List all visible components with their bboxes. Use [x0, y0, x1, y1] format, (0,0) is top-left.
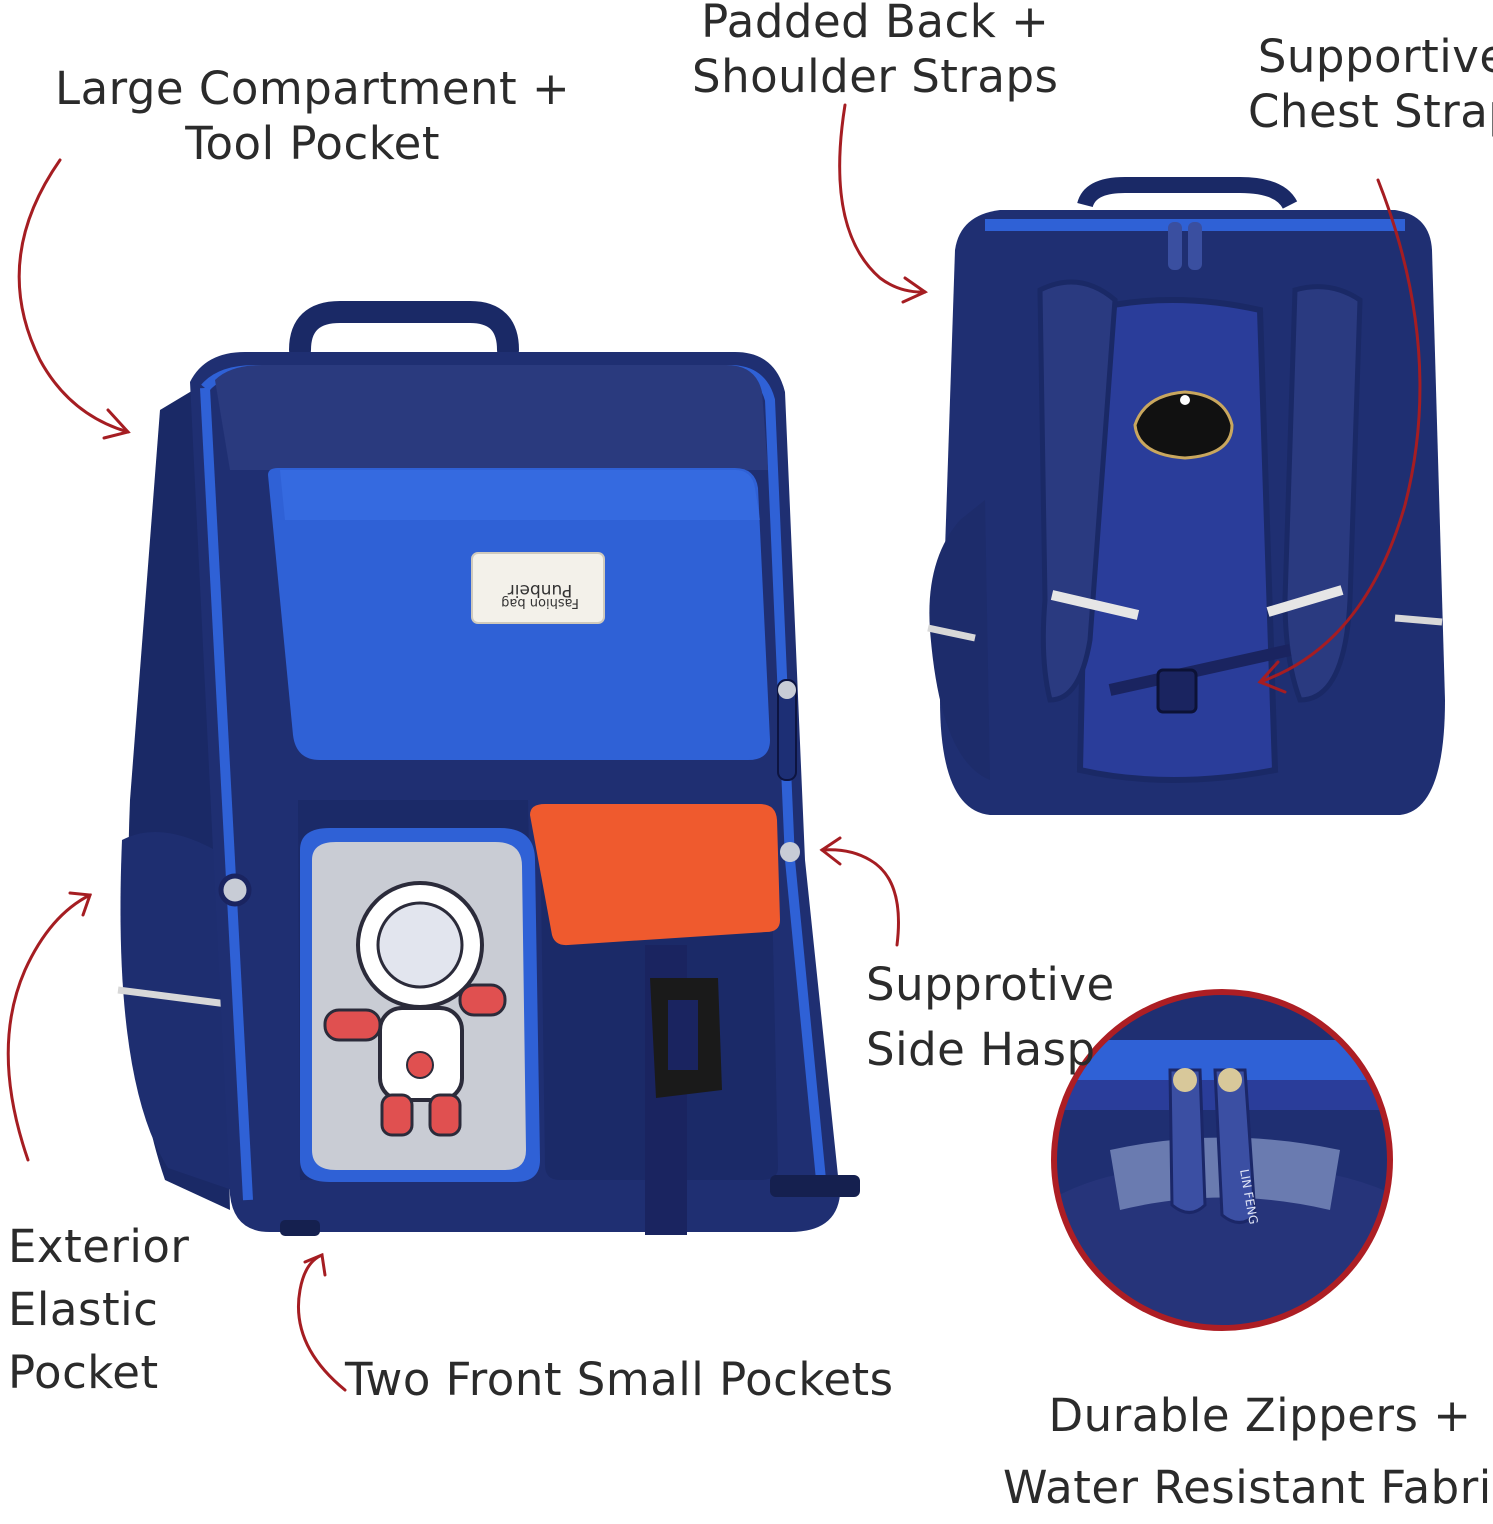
label-large-compartment: Large Compartment + Tool Pocket: [55, 62, 570, 172]
arrow-side-hasp: [820, 848, 900, 947]
label-chest-strap: Supportive Chest Strap: [1248, 30, 1493, 140]
label-elastic-pocket-line1: Exterior: [8, 1220, 190, 1273]
label-large-compartment-line2: Tool Pocket: [185, 116, 440, 170]
astronaut-graphic: [323, 881, 507, 1137]
label-elastic-pocket-line3: Pocket: [8, 1346, 159, 1399]
back-view-backpack-image: [927, 177, 1445, 815]
label-padded-back-line1: Padded Back +: [701, 0, 1050, 48]
label-side-hasp-line2: Side Hasp: [866, 1023, 1096, 1077]
front-backpack-image: Punbeir Fashion bag: [117, 301, 860, 1236]
brand-tag-line2: Fashion bag: [501, 595, 579, 610]
label-side-hasp-line1: Supprotive: [866, 958, 1115, 1011]
arrow-large-compartment: [17, 158, 130, 434]
label-zippers-line1: Durable Zippers +: [1048, 1389, 1472, 1442]
zipper-closeup-image: LIN FENG: [1051, 989, 1393, 1331]
brand-tag-line1: Punbeir: [508, 580, 572, 600]
label-front-pockets: Two Front Small Pockets: [345, 1353, 894, 1408]
label-zippers-line2: Water Resistant Fabric: [1003, 1461, 1493, 1514]
callout-arrows: [6, 103, 1422, 1392]
label-side-hasp: Supprotive Side Hasp: [866, 952, 1115, 1083]
arrow-elastic-pocket: [6, 893, 92, 1162]
label-zippers: Durable Zippers + Water Resistant Fabric: [1003, 1380, 1493, 1524]
arrow-chest-strap: [1258, 178, 1422, 684]
label-chest-strap-line2: Chest Strap: [1248, 84, 1493, 138]
label-padded-back: Padded Back + Shoulder Straps: [692, 0, 1059, 105]
label-front-pockets-line1: Two Front Small Pockets: [345, 1353, 894, 1406]
label-elastic-pocket: Exterior Elastic Pocket: [8, 1215, 189, 1404]
label-chest-strap-line1: Supportive: [1257, 30, 1493, 83]
label-elastic-pocket-line2: Elastic: [8, 1283, 159, 1336]
arrow-padded-back: [838, 103, 927, 294]
arrow-front-pockets: [296, 1253, 347, 1392]
label-padded-back-line2: Shoulder Straps: [692, 49, 1059, 103]
label-large-compartment-line1: Large Compartment +: [55, 62, 571, 115]
